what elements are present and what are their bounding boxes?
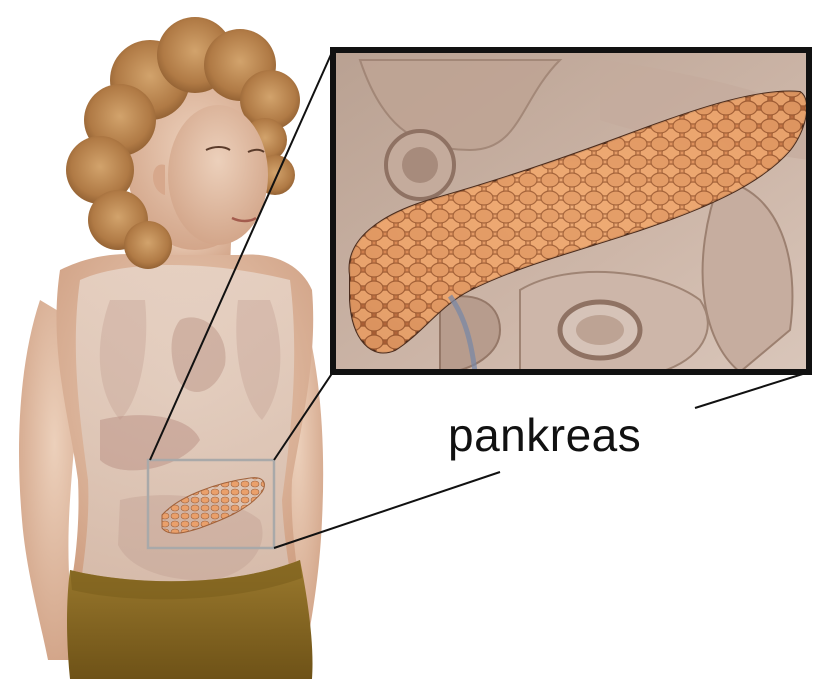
- bg-ring-bottom-inner: [576, 315, 624, 345]
- magnifier-callout: [333, 50, 809, 372]
- child-figure: [19, 17, 323, 679]
- pancreas-label: pankreas: [448, 412, 641, 458]
- bg-ring-inner: [402, 147, 438, 183]
- face-front: [168, 105, 268, 245]
- connector-line-bottom-right: [695, 372, 809, 408]
